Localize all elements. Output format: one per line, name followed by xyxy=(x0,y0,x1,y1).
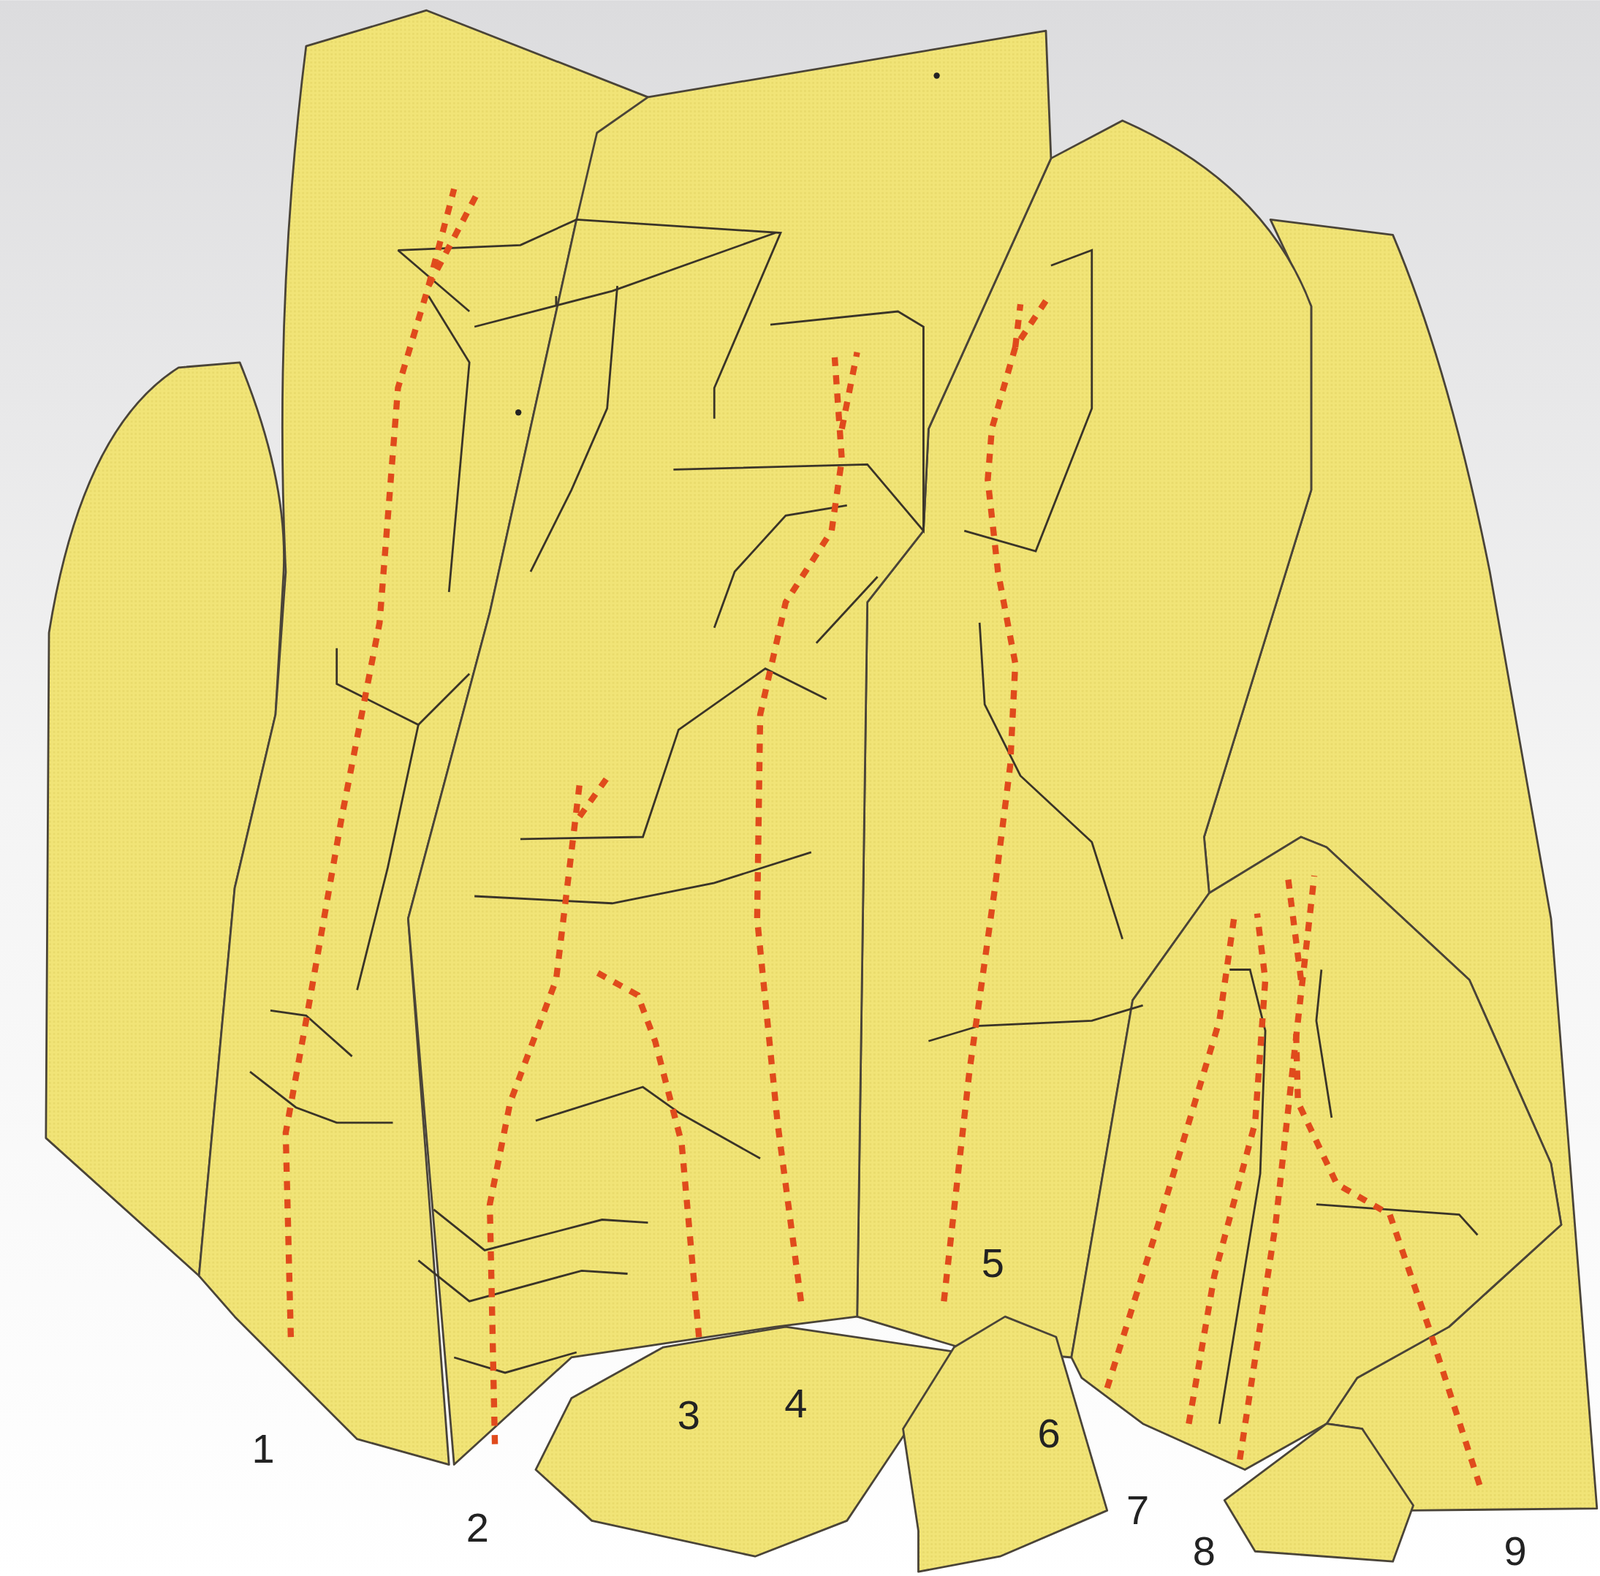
route-number: 9 xyxy=(1504,1530,1527,1572)
route-number: 6 xyxy=(1037,1412,1061,1454)
route-number: 4 xyxy=(784,1382,807,1424)
climbing-routes xyxy=(285,189,1480,1486)
rock-small xyxy=(1224,1423,1413,1562)
route-number: 2 xyxy=(466,1507,489,1549)
route-number: 8 xyxy=(1192,1530,1216,1572)
rock-flat xyxy=(535,1326,959,1557)
rock-lower-right xyxy=(1071,836,1562,1470)
route-number: 1 xyxy=(252,1428,275,1470)
route-number: 3 xyxy=(677,1394,701,1436)
route-number: 7 xyxy=(1126,1489,1150,1531)
route-number: 5 xyxy=(981,1242,1005,1284)
rock-six xyxy=(903,1316,1108,1572)
rock-cracks xyxy=(249,219,1478,1424)
